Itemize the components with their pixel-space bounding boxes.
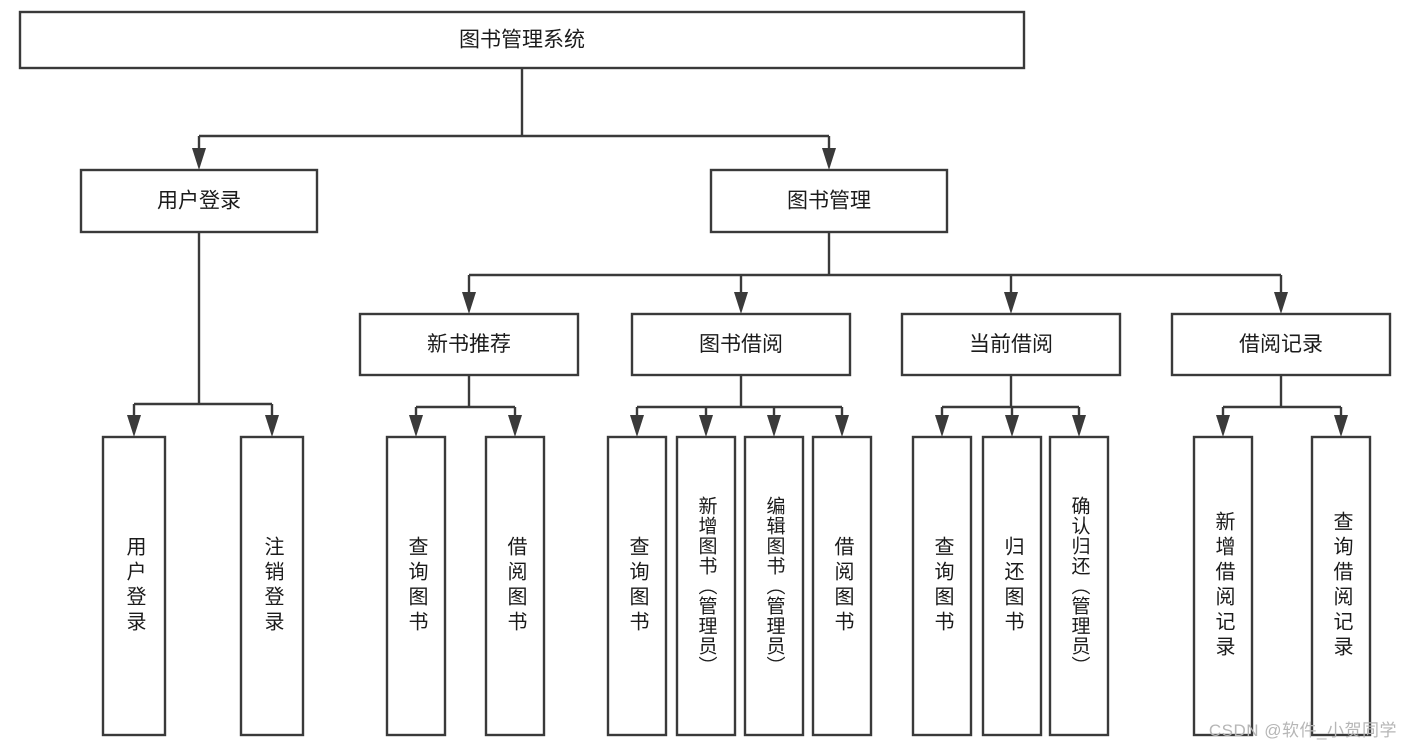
arrow-head (1005, 415, 1019, 437)
arrow-head (699, 415, 713, 437)
node-box-leaf-borrow-book-recommend[interactable] (484, 435, 546, 737)
arrow-head (767, 415, 781, 437)
node-box-book-management[interactable] (709, 168, 949, 234)
connector-lines (127, 68, 1348, 437)
node-box-leaf-add-book-admin[interactable] (675, 435, 737, 737)
arrow-head (1072, 415, 1086, 437)
node-box-leaf-confirm-return-admin[interactable] (1048, 435, 1110, 737)
node-box-leaf-return-book[interactable] (981, 435, 1043, 737)
arrow-head (1274, 292, 1288, 314)
node-box-user-login[interactable] (79, 168, 319, 234)
node-box-new-book-recommend[interactable] (358, 312, 580, 377)
arrow-head (835, 415, 849, 437)
arrow-head (1216, 415, 1230, 437)
node-box-book-borrow[interactable] (630, 312, 852, 377)
node-box-leaf-query-book-recommend[interactable] (385, 435, 447, 737)
node-box-leaf-user-login[interactable] (101, 435, 167, 737)
arrow-head (1334, 415, 1348, 437)
node-box-leaf-edit-book-admin[interactable] (743, 435, 805, 737)
node-box-leaf-query-book-current[interactable] (911, 435, 973, 737)
arrow-head (462, 292, 476, 314)
node-label-root: 图书管理系统 (459, 29, 585, 52)
csdn-watermark: CSDN @软件_小贺同学 (1208, 721, 1397, 740)
arrow-head (734, 292, 748, 314)
arrow-head (935, 415, 949, 437)
arrow-head (409, 415, 423, 437)
node-label-book-borrow: 图书借阅 (699, 333, 783, 356)
node-label-new-book-recommend: 新书推荐 (427, 333, 511, 356)
node-box-leaf-borrow-book[interactable] (811, 435, 873, 737)
node-label-user-login: 用户登录 (157, 190, 241, 213)
arrow-head (630, 415, 644, 437)
arrow-head (265, 415, 279, 437)
node-box-root[interactable] (18, 10, 1026, 70)
arrow-head (1004, 292, 1018, 314)
node-box-leaf-logout[interactable] (239, 435, 305, 737)
node-box-borrow-records[interactable] (1170, 312, 1392, 377)
arrow-head (508, 415, 522, 437)
node-box-leaf-query-borrow-record[interactable] (1310, 435, 1372, 737)
node-box-current-borrow[interactable] (900, 312, 1122, 377)
node-box-leaf-add-borrow-record[interactable] (1192, 435, 1254, 737)
node-label-current-borrow: 当前借阅 (969, 333, 1053, 356)
node-label-book-management: 图书管理 (787, 190, 871, 213)
arrow-head (192, 148, 206, 170)
arrow-head (822, 148, 836, 170)
arrow-head (127, 415, 141, 437)
node-label-borrow-records: 借阅记录 (1239, 333, 1323, 356)
node-box-leaf-query-book-borrow[interactable] (606, 435, 668, 737)
node-boxes (18, 10, 1392, 737)
